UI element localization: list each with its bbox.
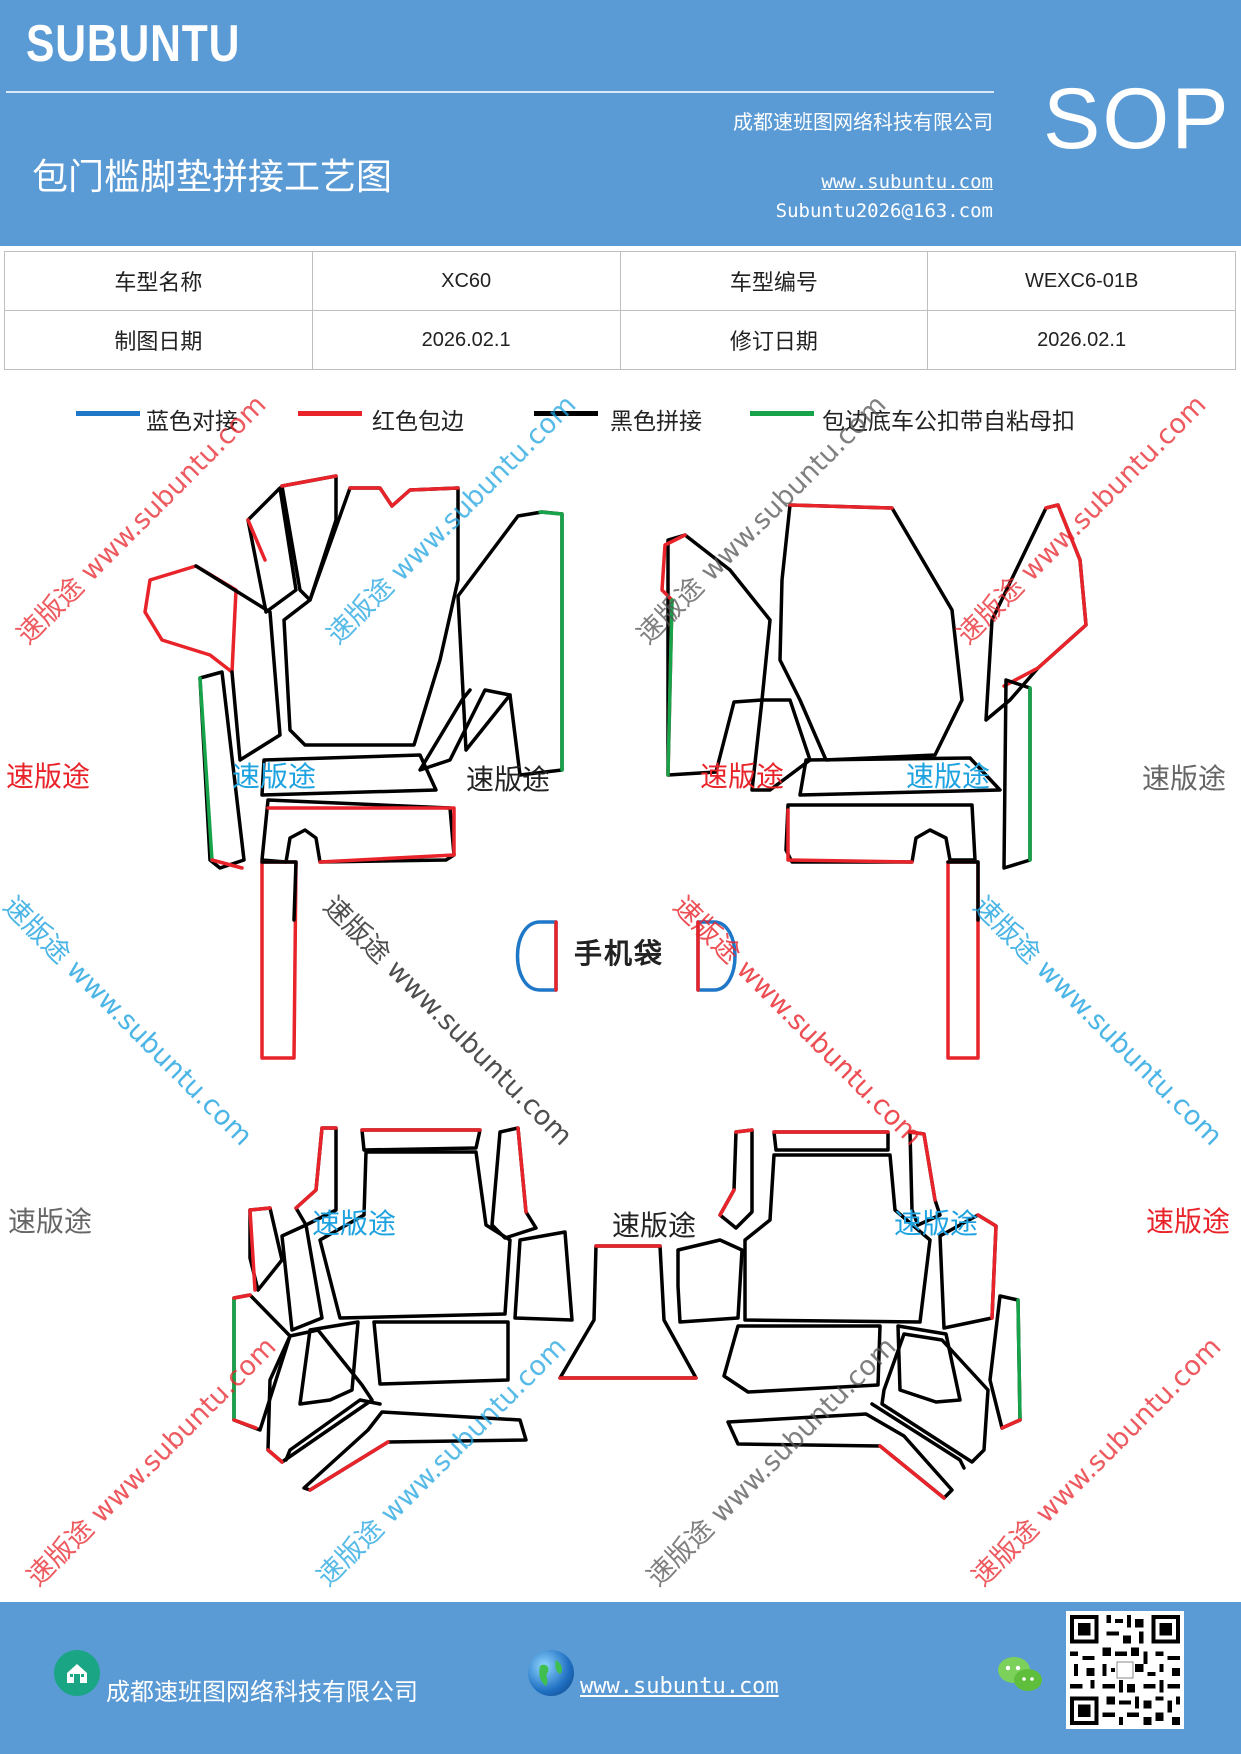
vehicle-info-table: 车型名称 XC60 车型编号 WEXC6-01B 制图日期 2026.02.1 … xyxy=(4,251,1236,370)
watermark-brand: 速版途 xyxy=(894,1207,979,1240)
model-name-label: 车型名称 xyxy=(4,251,313,311)
globe-icon xyxy=(528,1650,574,1696)
watermark-brand: 速版途 xyxy=(232,760,317,793)
watermark-brand: 速版途 xyxy=(612,1209,697,1242)
document-title: 包门槛脚垫拼接工艺图 xyxy=(32,157,393,198)
front-right-mat xyxy=(660,503,1088,1060)
model-code-label: 车型编号 xyxy=(619,251,929,311)
company-icon xyxy=(54,1650,100,1696)
revision-date-label: 修订日期 xyxy=(619,310,929,370)
table-row: 车型名称 XC60 车型编号 WEXC6-01B xyxy=(4,251,1236,311)
company-name: 成都速班图网络科技有限公司 xyxy=(733,110,993,134)
email-address: Subuntu2026@163.com xyxy=(775,200,993,222)
wechat-icon xyxy=(996,1654,1044,1696)
legend-black-swatch xyxy=(534,411,598,416)
watermark-brand: 速版途 xyxy=(8,1205,93,1238)
model-code-value: WEXC6-01B xyxy=(927,251,1236,311)
model-name-value: XC60 xyxy=(311,251,621,311)
footer-company-name: 成都速班图网络科技有限公司 xyxy=(106,1678,418,1706)
watermark-brand: 速版途 xyxy=(466,763,551,796)
watermark-brand: 速版途 xyxy=(1142,762,1227,795)
legend-black-label: 黑色拼接 xyxy=(610,409,702,435)
header-banner: SUBUNTU 成都速班图网络科技有限公司 包门槛脚垫拼接工艺图 www.sub… xyxy=(0,0,1241,246)
brand-logo: SUBUNTU xyxy=(26,15,241,73)
draw-date-value: 2026.02.1 xyxy=(311,310,621,370)
draw-date-label: 制图日期 xyxy=(4,310,313,370)
legend-green-label: 包边底车公扣带自粘母扣 xyxy=(822,409,1075,435)
watermark-brand: 速版途 xyxy=(906,760,991,793)
footer-website-link[interactable]: www.subuntu.com xyxy=(580,1674,779,1699)
phone-pockets xyxy=(515,920,737,992)
rear-left-mat xyxy=(232,1126,574,1492)
mat-splice-diagram xyxy=(143,474,1088,1500)
footer-banner: 成都速班图网络科技有限公司 www.subuntu.com xyxy=(0,1602,1241,1754)
legend-blue-swatch xyxy=(76,411,140,416)
watermark-brand: 速版途 xyxy=(1146,1205,1231,1238)
header-divider xyxy=(6,91,994,93)
table-row: 制图日期 2026.02.1 修订日期 2026.02.1 xyxy=(4,310,1236,370)
rear-right-mat xyxy=(676,1128,1022,1500)
watermark-brand: 速版途 xyxy=(700,760,785,793)
legend-green-swatch xyxy=(750,411,814,416)
front-left-mat xyxy=(143,474,564,1060)
phone-pocket-label: 手机袋 xyxy=(574,937,665,970)
center-tunnel xyxy=(558,1244,698,1380)
sop-label: SOP xyxy=(1043,71,1231,167)
watermark-brand: 速版途 xyxy=(6,760,91,793)
legend-red-swatch xyxy=(298,411,362,416)
website-link[interactable]: www.subuntu.com xyxy=(821,171,993,193)
legend-blue-label: 蓝色对接 xyxy=(146,409,238,435)
legend-red-label: 红色包边 xyxy=(372,409,464,435)
qr-code[interactable] xyxy=(1066,1611,1184,1729)
revision-date-value: 2026.02.1 xyxy=(927,310,1236,370)
watermark-brand: 速版途 xyxy=(312,1207,397,1240)
